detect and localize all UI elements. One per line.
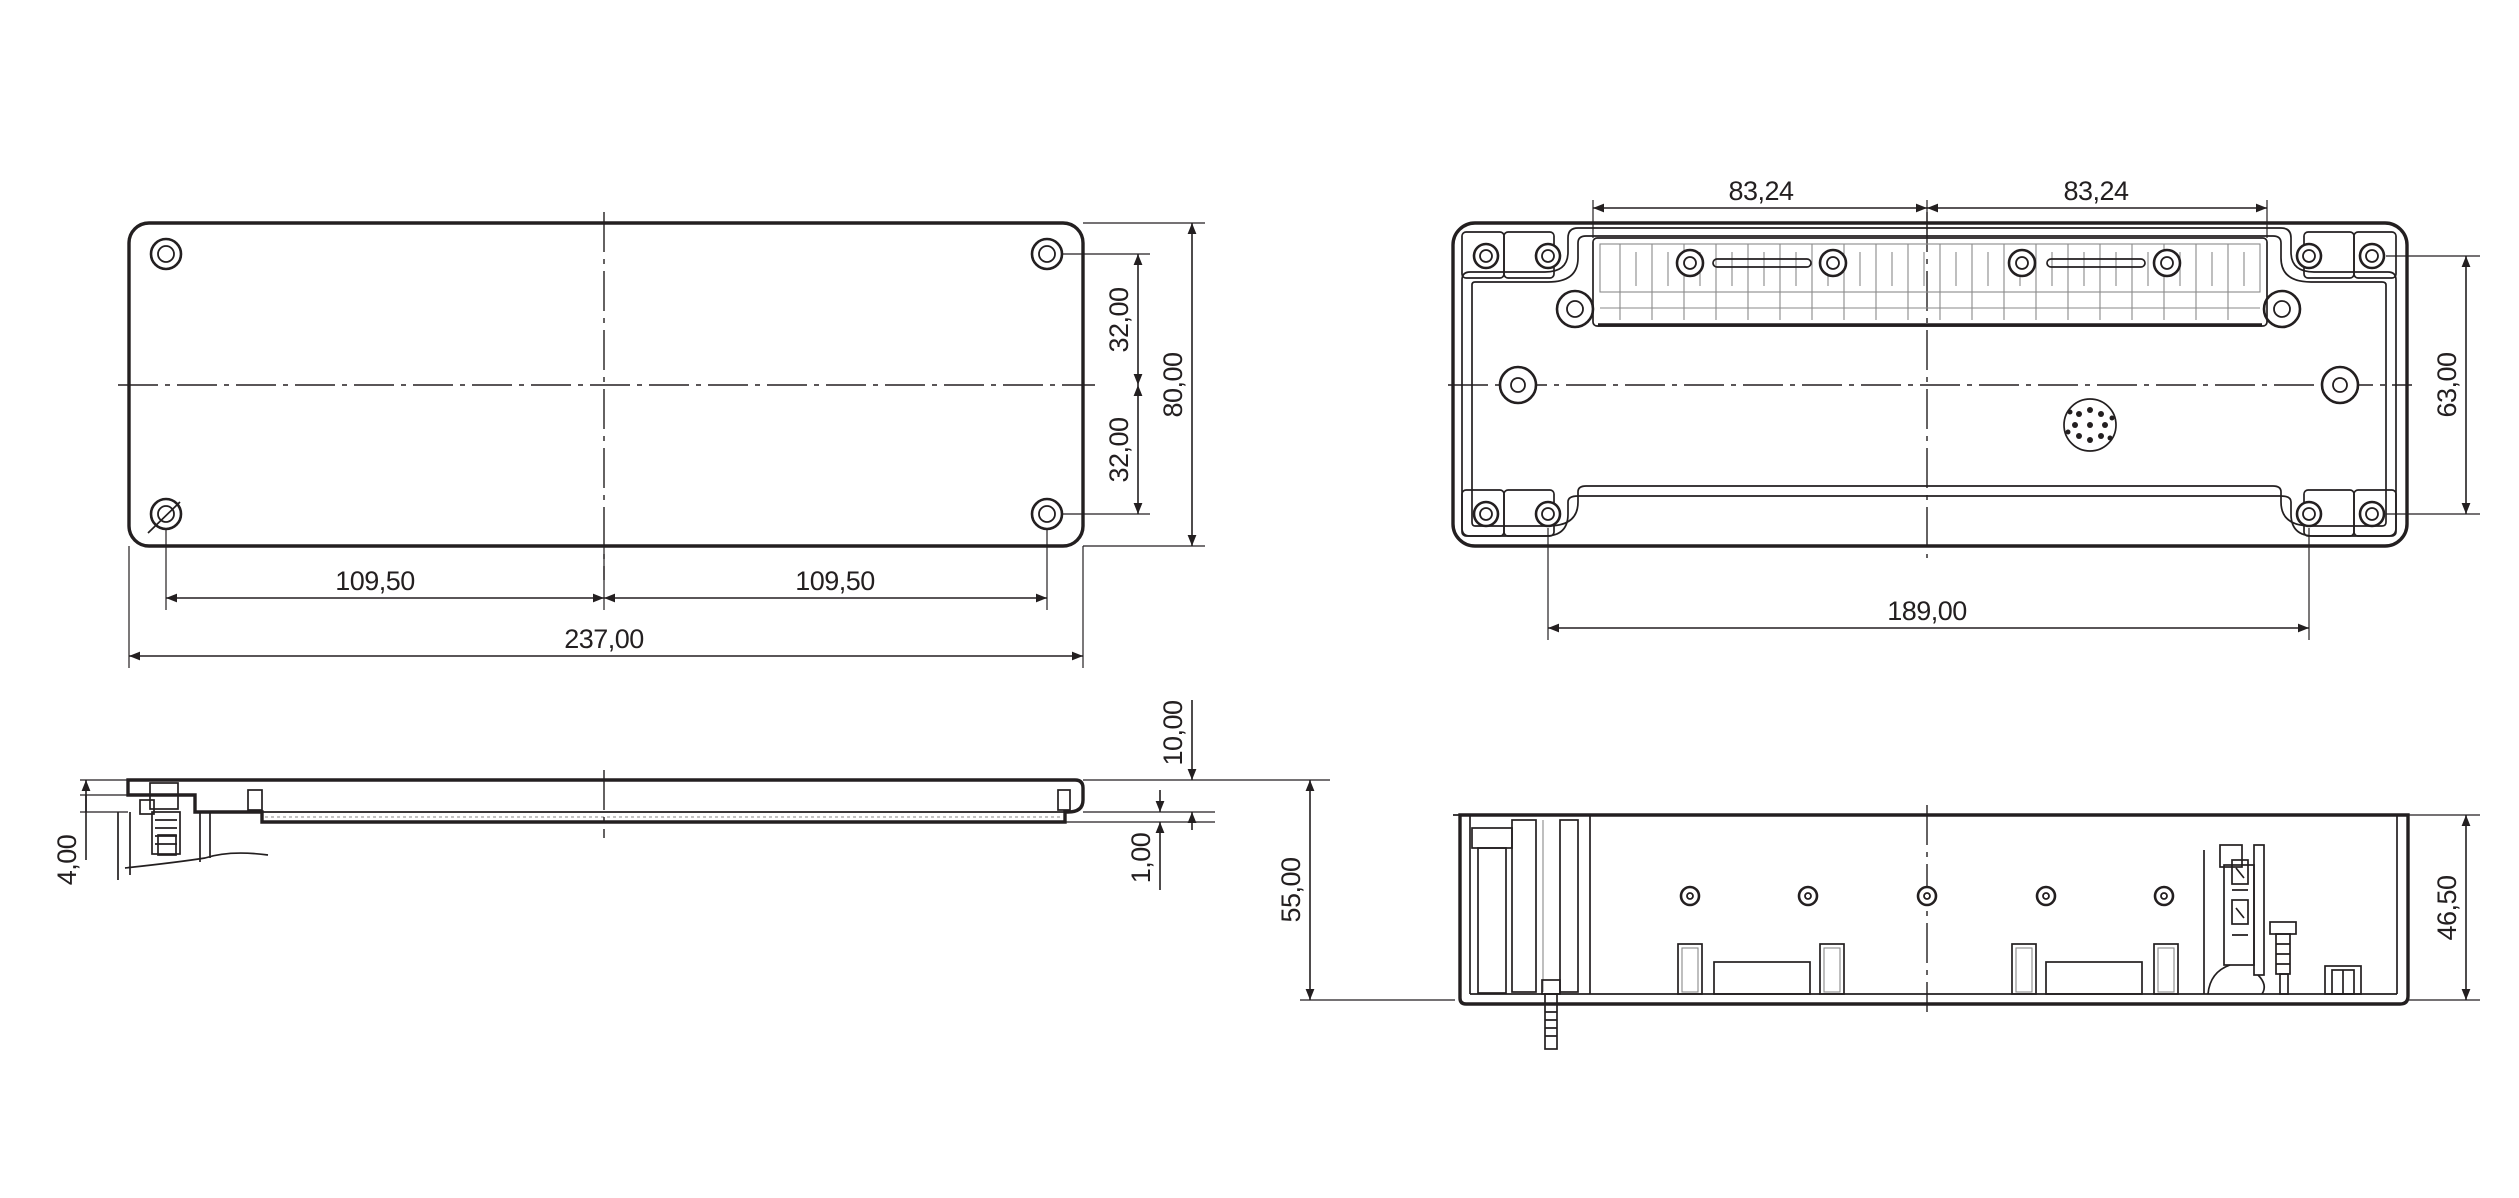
standoff [2011, 943, 2037, 995]
lid-screw [147, 497, 183, 534]
base-profile [1458, 813, 2410, 1006]
dimension-label: 46,50 [2432, 875, 2462, 940]
standoff [1677, 943, 1703, 995]
standoff [1819, 943, 1845, 995]
lid-profile [126, 778, 1085, 824]
vent-pattern [2063, 398, 2117, 452]
dimension-label: 4,00 [52, 835, 82, 886]
led [2035, 885, 2057, 907]
base-screw [2358, 500, 2386, 528]
dimension-label: 55,00 [1276, 857, 1306, 922]
lid-screw [1030, 497, 1064, 531]
base-screw [1534, 242, 1562, 270]
led [1679, 885, 1701, 907]
dimension-label: 83,24 [1728, 176, 1794, 206]
base-screw [1534, 500, 1562, 528]
side-boss [2320, 365, 2360, 405]
board-screw [2152, 248, 2182, 278]
lid-side-view: 4,00 10,00 1,00 55,00 [52, 700, 1455, 1001]
dimension-label: 237,00 [564, 624, 644, 654]
dimension-label: 189,00 [1887, 596, 1967, 626]
dimension-label: 1,00 [1126, 833, 1156, 884]
side-boss [1498, 365, 1538, 405]
base-side-view: 46,50 [1453, 805, 2480, 1050]
lid-hinge-detail [117, 782, 269, 880]
dimension-label: 80,00 [1158, 352, 1188, 417]
dimension-label: 83,24 [2063, 176, 2129, 206]
dimension-label: 109,50 [795, 566, 875, 596]
led-board [1592, 237, 2268, 327]
terminal-block [2203, 844, 2266, 995]
led [1797, 885, 1819, 907]
board-screw [1818, 248, 1848, 278]
screw-side [2324, 965, 2362, 995]
pcb-boss [1555, 289, 1595, 329]
base-screw [2358, 242, 2386, 270]
base-screw [2295, 500, 2323, 528]
base-top-view: 83,24 83,24 189,00 63,00 [1448, 176, 2480, 640]
lid-screw [1030, 237, 1064, 271]
led [1916, 885, 1938, 907]
board-screw [2007, 248, 2037, 278]
board-screw [1675, 248, 1705, 278]
base-screw [1472, 242, 1500, 270]
dimension-label: 63,00 [2432, 352, 2462, 417]
base-screw [2295, 242, 2323, 270]
lid-top-view: 109,50 109,50 237,00 32,00 32,00 80,00 [118, 212, 1205, 668]
dimension-label: 32,00 [1104, 417, 1134, 482]
base-screw [1472, 500, 1500, 528]
standoff [2153, 943, 2179, 995]
dimension-label: 32,00 [1104, 287, 1134, 352]
dimension-label: 10,00 [1158, 700, 1188, 765]
led [2153, 885, 2175, 907]
dimension-label: 109,50 [335, 566, 415, 596]
pcb-boss [2262, 289, 2302, 329]
screw-side [2269, 921, 2297, 995]
lid-screw [149, 237, 183, 271]
